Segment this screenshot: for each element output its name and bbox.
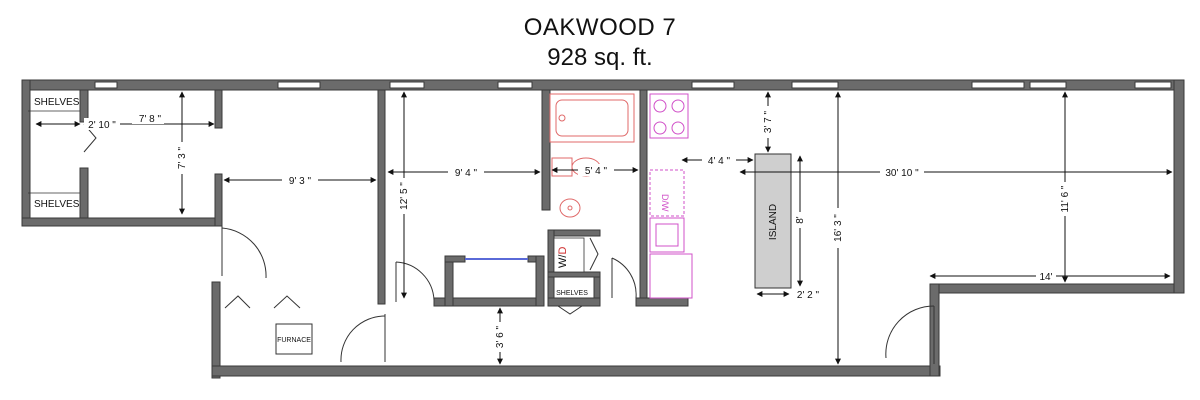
wall-closet-left <box>444 255 454 307</box>
wall-laundry-left <box>547 229 555 307</box>
walls <box>21 79 1185 379</box>
door-swing-entrance <box>340 315 386 363</box>
sink <box>559 198 581 218</box>
burner <box>671 121 685 135</box>
window <box>1134 81 1172 89</box>
dim-3-6: 3' 6 " <box>495 325 506 348</box>
door-swing-bedroom <box>221 227 267 279</box>
dim-11-6: 11' 6 " <box>1060 185 1071 212</box>
wall-bedroom-stub-top <box>214 89 223 129</box>
wall-step-horizontal <box>929 283 1185 294</box>
dim-5-4: 5' 4 " <box>585 166 608 177</box>
dim-4-4: 4' 4 " <box>708 156 731 167</box>
window <box>691 81 735 89</box>
washer-dryer-label-w: W/D <box>557 247 569 268</box>
shelves-top-label: SHELVES <box>34 97 80 108</box>
bifold-door-shelves <box>557 305 583 315</box>
dim-14: 14' <box>1039 272 1052 283</box>
windows <box>94 81 1172 89</box>
furnace-label: FURNACE <box>277 337 311 344</box>
wall-partition-1 <box>377 89 386 305</box>
dimension-lines <box>35 91 1173 365</box>
window <box>389 81 425 89</box>
kitchen-fixtures <box>649 93 693 299</box>
stove <box>649 93 689 139</box>
shelves-laundry-label: SHELVES <box>556 290 588 297</box>
wall-closet-right <box>535 255 545 307</box>
wall-closet-top-left <box>444 255 466 263</box>
dim-8: 8' <box>795 216 806 224</box>
dim-9-4: 9' 4 " <box>455 168 478 179</box>
wall-laundry-top <box>547 229 601 237</box>
burner <box>653 121 667 135</box>
shelves-bottom-label: SHELVES <box>34 199 80 210</box>
dishwasher <box>649 169 685 217</box>
dishwasher-label: D/W <box>660 194 670 212</box>
furnace-box <box>275 323 313 355</box>
refrigerator <box>649 253 693 299</box>
bathtub <box>549 93 635 143</box>
door-swing-hall <box>395 261 435 301</box>
bifold-door-laundry <box>589 237 599 271</box>
window <box>277 81 321 89</box>
bathtub-drain <box>558 114 566 122</box>
dim-12-5: 12' 5 " <box>399 182 410 210</box>
wall-bath-left <box>541 89 551 211</box>
island-label: ISLAND <box>768 204 779 240</box>
bifold-door-furnace-1 <box>224 295 251 309</box>
window <box>1029 81 1067 89</box>
wall-laundry-mid <box>547 271 601 278</box>
dim-7-3: 7' 3 " <box>177 146 188 169</box>
burner <box>671 99 685 113</box>
bifold-door-furnace-2 <box>273 295 301 309</box>
window <box>497 81 533 89</box>
door-swing-bath <box>611 257 637 299</box>
bathtub-inner <box>555 99 629 137</box>
dim-30-10: 30' 10 " <box>885 168 919 179</box>
wall-left <box>21 79 31 227</box>
wall-bedroom-stub-bottom <box>214 173 223 227</box>
dimension-labels: 2' 10 " 7' 8 " 7' 3 " 9' 3 " 12' 5 " 9' … <box>84 106 1071 352</box>
door-swing-living <box>885 305 935 359</box>
wall-closet-bottom <box>21 217 223 227</box>
dim-3-7: 3' 7 " <box>763 110 774 133</box>
wall-closet-inner-top <box>79 89 89 123</box>
dim-16-3: 16' 3 " <box>833 214 844 242</box>
wall-closet-inner-bottom <box>79 167 89 219</box>
window <box>94 81 118 89</box>
bathroom-fixtures <box>549 93 635 218</box>
sink-drain <box>567 205 573 211</box>
wall-right <box>1173 79 1185 294</box>
wall-kitchen-left <box>639 89 648 307</box>
kitchen-sink-basin <box>655 223 679 247</box>
washer-dryer <box>553 237 585 273</box>
dim-2-10: 2' 10 " <box>88 120 116 131</box>
wall-bottom <box>211 365 941 377</box>
kitchen-sink <box>649 217 685 253</box>
dim-9-3: 9' 3 " <box>289 176 312 187</box>
wall-laundry-bottom <box>547 297 601 307</box>
toilet-tank <box>551 157 573 177</box>
window <box>791 81 839 89</box>
wall-kitchen-bottom <box>635 297 689 307</box>
plan-title: OAKWOOD 7 <box>523 14 677 41</box>
dim-2-2: 2' 2 " <box>797 290 820 301</box>
wall-left-lower <box>211 281 221 379</box>
plan-area: 928 sq. ft. <box>547 44 653 71</box>
window <box>971 81 1025 89</box>
kitchen-island <box>754 153 792 289</box>
burner <box>653 99 667 113</box>
dim-7-8: 7' 8 " <box>139 114 162 125</box>
